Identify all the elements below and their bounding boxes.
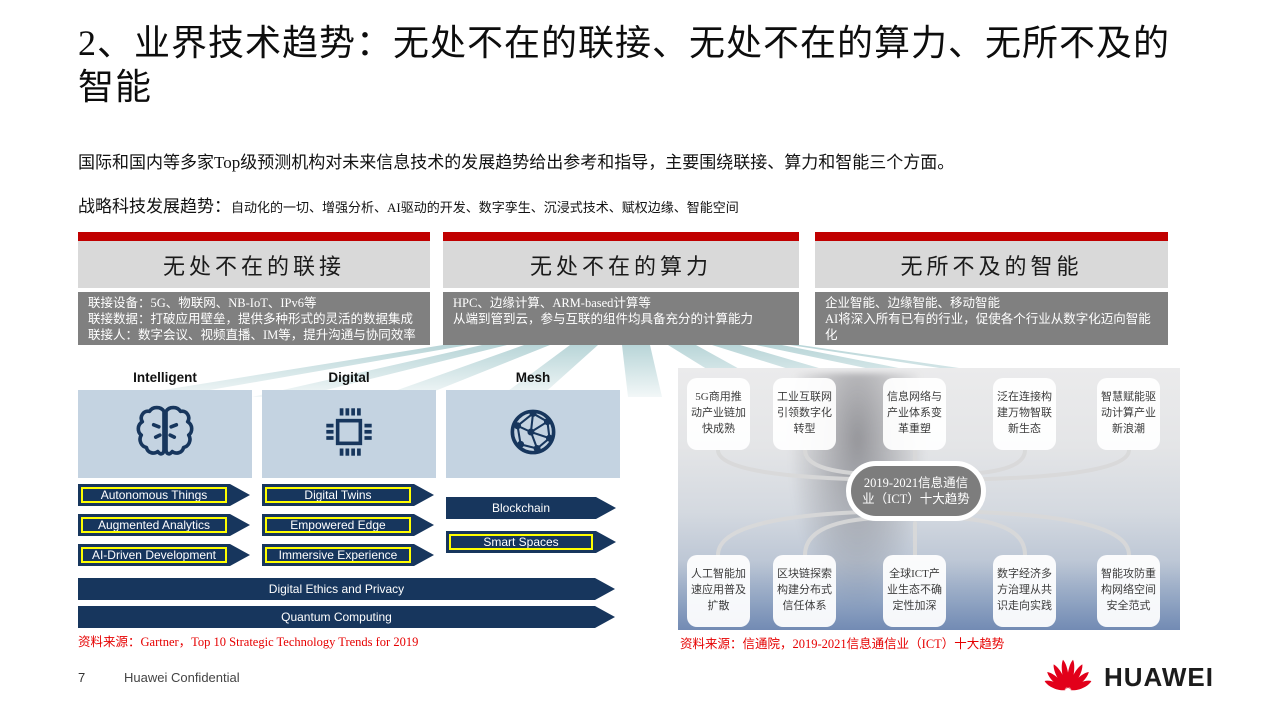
intelligent-icon-box bbox=[78, 390, 252, 478]
ict-source: 资料来源：信通院，2019-2021信息通信业（ICT）十大趋势 bbox=[680, 637, 1005, 651]
page-title: 2、业界技术趋势：无处不在的联接、无处不在的算力、无所不及的智能 bbox=[78, 23, 1171, 107]
page-number: 7 bbox=[78, 670, 86, 685]
column-header-mesh: Mesh bbox=[515, 370, 551, 385]
trend-label: 战略科技发展趋势： bbox=[78, 197, 231, 216]
ict-trend-box: 全球ICT产业生态不确定性加深 bbox=[883, 555, 946, 627]
mesh-icon bbox=[500, 399, 566, 470]
ict-trend-box: 智能攻防重构网络空间安全范式 bbox=[1097, 555, 1160, 627]
pillar-body: 企业智能、边缘智能、移动智能 AI将深入所有已有的行业，促使各个行业从数字化迈向… bbox=[815, 292, 1168, 345]
trend-arrow-digital-ethics-privacy: Digital Ethics and Privacy bbox=[78, 578, 615, 600]
trend-arrow-digital-twins: Digital Twins bbox=[262, 484, 434, 506]
ict-trend-box: 区块链探索构建分布式信任体系 bbox=[773, 555, 836, 627]
pillar-accent-bar bbox=[443, 232, 799, 241]
trend-line: 战略科技发展趋势：自动化的一切、增强分析、AI驱动的开发、数字孪生、沉浸式技术、… bbox=[78, 192, 1208, 217]
pillar-line: HPC、边缘计算、ARM-based计算等 bbox=[453, 296, 651, 310]
trend-arrow-immersive-experience: Immersive Experience bbox=[262, 544, 434, 566]
mesh-icon-box bbox=[446, 390, 620, 478]
trend-arrow-smart-spaces: Smart Spaces bbox=[446, 531, 616, 553]
trend-arrow-autonomous-things: Autonomous Things bbox=[78, 484, 250, 506]
ict-trend-box: 人工智能加速应用普及扩散 bbox=[687, 555, 750, 627]
pillar-line: 联接人：数字会议、视频直播、IM等，提升沟通与协同效率 bbox=[88, 327, 416, 342]
pillar-title: 无处不在的联接 bbox=[78, 241, 430, 288]
column-header-digital: Digital bbox=[328, 370, 370, 385]
ict-trend-box: 泛在连接构建万物智联新生态 bbox=[993, 378, 1056, 450]
pillar-intelligence: 无所不及的智能 企业智能、边缘智能、移动智能 AI将深入所有已有的行业，促使各个… bbox=[815, 232, 1168, 345]
pillar-computing: 无处不在的算力 HPC、边缘计算、ARM-based计算等 从端到管到云，参与互… bbox=[443, 232, 799, 345]
gartner-source: 资料来源：Gartner，Top 10 Strategic Technology… bbox=[78, 635, 419, 649]
column-header-intelligent: Intelligent bbox=[133, 370, 197, 385]
pillar-line: 联接设备：5G、物联网、NB-IoT、IPv6等 bbox=[88, 296, 317, 310]
pillar-accent-bar bbox=[815, 232, 1168, 241]
huawei-flower-icon bbox=[1041, 654, 1095, 701]
pillar-line: 企业智能、边缘智能、移动智能 bbox=[825, 296, 1001, 310]
confidential-label: Huawei Confidential bbox=[124, 670, 240, 685]
trend-arrow-ai-driven-development: AI-Driven Development bbox=[78, 544, 250, 566]
pillar-accent-bar bbox=[78, 232, 430, 241]
ict-trend-box: 5G商用推动产业链加快成熟 bbox=[687, 378, 750, 450]
pillar-line: 联接数据：打破应用壁垒，提供多种形式的灵活的数据集成 bbox=[88, 311, 414, 326]
brand-wordmark: HUAWEI bbox=[1104, 662, 1214, 692]
ict-trend-box: 工业互联网引领数字化转型 bbox=[773, 378, 836, 450]
ict-trend-box: 数字经济多方治理从共识走向实践 bbox=[993, 555, 1056, 627]
pillar-connectivity: 无处不在的联接 联接设备：5G、物联网、NB-IoT、IPv6等 联接数据：打破… bbox=[78, 232, 430, 345]
pillar-body: HPC、边缘计算、ARM-based计算等 从端到管到云，参与互联的组件均具备充… bbox=[443, 292, 799, 345]
intro-text: 国际和国内等多家Top级预测机构对未来信息技术的发展趋势给出参考和指导，主要围绕… bbox=[78, 153, 955, 172]
pillar-line: AI将深入所有已有的行业，促使各个行业从数字化迈向智能化 bbox=[825, 311, 1151, 342]
trend-arrow-blockchain: Blockchain bbox=[446, 497, 616, 519]
huawei-logo: HUAWEI bbox=[1041, 654, 1214, 701]
chip-icon bbox=[316, 399, 382, 470]
pillar-title: 无所不及的智能 bbox=[815, 241, 1168, 288]
ict-trend-box: 智慧赋能驱动计算产业新浪潮 bbox=[1097, 378, 1160, 450]
trend-arrow-augmented-analytics: Augmented Analytics bbox=[78, 514, 250, 536]
ict-trend-box: 信息网络与产业体系变革重塑 bbox=[883, 378, 946, 450]
pillar-line: 从端到管到云，参与互联的组件均具备充分的计算能力 bbox=[453, 311, 754, 326]
brain-icon bbox=[132, 399, 198, 470]
trend-items: 自动化的一切、增强分析、AI驱动的开发、数字孪生、沉浸式技术、赋权边缘、智能空间 bbox=[231, 200, 739, 215]
ict-center-badge: 2019-2021信息通信业（ICT）十大趋势 bbox=[846, 461, 986, 521]
ict-diagram: 5G商用推动产业链加快成熟 工业互联网引领数字化转型 信息网络与产业体系变革重塑… bbox=[678, 368, 1180, 630]
pillar-title: 无处不在的算力 bbox=[443, 241, 799, 288]
trend-arrow-quantum-computing: Quantum Computing bbox=[78, 606, 615, 628]
pillar-body: 联接设备：5G、物联网、NB-IoT、IPv6等 联接数据：打破应用壁垒，提供多… bbox=[78, 292, 430, 345]
digital-icon-box bbox=[262, 390, 436, 478]
trend-arrow-empowered-edge: Empowered Edge bbox=[262, 514, 434, 536]
